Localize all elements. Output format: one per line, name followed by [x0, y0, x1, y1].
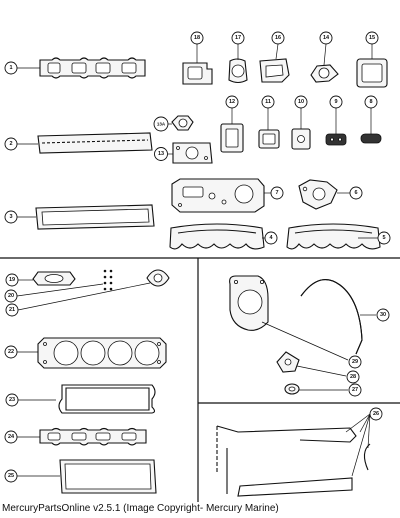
- part-27-seal-ring[interactable]: [284, 383, 300, 395]
- callout-10: 10: [294, 95, 308, 109]
- callout-30: 30: [376, 308, 390, 322]
- callout-27: 27: [348, 383, 362, 397]
- svg-text:25: 25: [8, 473, 14, 479]
- part-25-gasket[interactable]: [59, 459, 157, 494]
- part-23-valve-cover-gasket[interactable]: [58, 384, 156, 414]
- svg-text:15: 15: [369, 35, 375, 41]
- callout-9: 9: [329, 95, 343, 109]
- svg-text:14: 14: [323, 35, 330, 41]
- callout-11: 11: [261, 95, 275, 109]
- callout-17: 17: [231, 31, 245, 45]
- callout-18: 18: [190, 31, 204, 45]
- callout-7: 7: [270, 186, 284, 200]
- svg-text:9: 9: [334, 99, 337, 105]
- part-16-gasket[interactable]: [259, 58, 290, 83]
- part-20-washer-set[interactable]: [103, 269, 113, 291]
- part-10-gasket[interactable]: [291, 128, 311, 150]
- part-3-long-gasket[interactable]: [35, 204, 155, 230]
- svg-text:19: 19: [9, 277, 15, 283]
- svg-text:20: 20: [8, 293, 14, 299]
- part-19-gasket[interactable]: [32, 271, 76, 286]
- part-12-gasket[interactable]: [220, 123, 244, 153]
- callout-16: 16: [271, 31, 285, 45]
- svg-text:7: 7: [275, 190, 278, 196]
- callout-26: 26: [369, 407, 383, 421]
- svg-text:11: 11: [265, 99, 271, 105]
- svg-text:8: 8: [369, 99, 372, 105]
- svg-text:6: 6: [354, 190, 357, 196]
- callout-22: 22: [4, 345, 18, 359]
- svg-text:22: 22: [8, 349, 14, 355]
- part-28-gasket[interactable]: [276, 351, 300, 373]
- svg-text:13A: 13A: [157, 122, 166, 127]
- svg-text:30: 30: [380, 312, 386, 318]
- part-9-gasket[interactable]: [325, 133, 347, 146]
- part-21-gasket[interactable]: [146, 269, 170, 287]
- part-22-head-gasket[interactable]: [37, 337, 167, 369]
- callout-15: 15: [365, 31, 379, 45]
- svg-text:28: 28: [350, 374, 356, 380]
- part-14-gasket[interactable]: [310, 64, 339, 83]
- svg-text:4: 4: [269, 235, 273, 241]
- callout-23: 23: [5, 393, 19, 407]
- part-13-gasket[interactable]: [172, 142, 213, 164]
- part-15-gasket[interactable]: [356, 58, 388, 88]
- part-13a-gasket[interactable]: [171, 115, 194, 131]
- svg-text:27: 27: [352, 387, 358, 393]
- svg-text:24: 24: [8, 434, 15, 440]
- callout-25: 25: [4, 469, 18, 483]
- part-30-oil-pan-seal[interactable]: [300, 278, 363, 355]
- svg-text:21: 21: [9, 307, 15, 313]
- callout-12: 12: [225, 95, 239, 109]
- part-24-gasket[interactable]: [39, 427, 147, 446]
- part-17-gasket[interactable]: [228, 58, 248, 84]
- copyright-footer: MercuryPartsOnline v2.5.1 (Image Copyrig…: [2, 503, 279, 514]
- svg-text:2: 2: [9, 141, 12, 147]
- part-29-timing-cover-gasket[interactable]: [229, 275, 269, 331]
- svg-text:12: 12: [229, 99, 235, 105]
- callout-6: 6: [349, 186, 363, 200]
- svg-text:29: 29: [352, 359, 358, 365]
- svg-text:10: 10: [298, 99, 304, 105]
- part-1-intake-manifold-gasket[interactable]: [39, 57, 146, 79]
- callout-14: 14: [319, 31, 333, 45]
- callout-21: 21: [5, 303, 19, 317]
- part-2-strip-gasket[interactable]: [37, 132, 153, 154]
- callout-19: 19: [5, 273, 19, 287]
- svg-text:5: 5: [382, 235, 385, 241]
- callout-28: 28: [346, 370, 360, 384]
- callout-29: 29: [348, 355, 362, 369]
- callout-13a: 13A: [153, 116, 169, 132]
- callout-5: 5: [377, 231, 391, 245]
- part-5-gasket[interactable]: [286, 223, 381, 250]
- callout-20: 20: [4, 289, 18, 303]
- callout-2: 2: [4, 137, 18, 151]
- part-6-gasket[interactable]: [298, 179, 338, 210]
- svg-text:23: 23: [9, 397, 15, 403]
- callout-13: 13: [154, 147, 168, 161]
- svg-text:13: 13: [158, 151, 164, 157]
- callout-4: 4: [264, 231, 278, 245]
- svg-text:18: 18: [194, 35, 200, 41]
- svg-text:1: 1: [9, 65, 12, 71]
- svg-text:17: 17: [235, 35, 241, 41]
- callout-1: 1: [4, 61, 18, 75]
- callout-24: 24: [4, 430, 18, 444]
- part-8-gasket[interactable]: [360, 133, 382, 144]
- part-7-gasket[interactable]: [171, 178, 265, 213]
- callout-3: 3: [4, 210, 18, 224]
- part-18-gasket[interactable]: [182, 62, 213, 85]
- svg-text:26: 26: [373, 411, 379, 417]
- part-11-gasket[interactable]: [258, 129, 280, 149]
- callout-8: 8: [364, 95, 378, 109]
- part-4-gasket[interactable]: [169, 223, 265, 250]
- svg-text:3: 3: [9, 214, 12, 220]
- part-26-oil-pan-gasket-set[interactable]: [216, 425, 371, 497]
- svg-text:16: 16: [275, 35, 281, 41]
